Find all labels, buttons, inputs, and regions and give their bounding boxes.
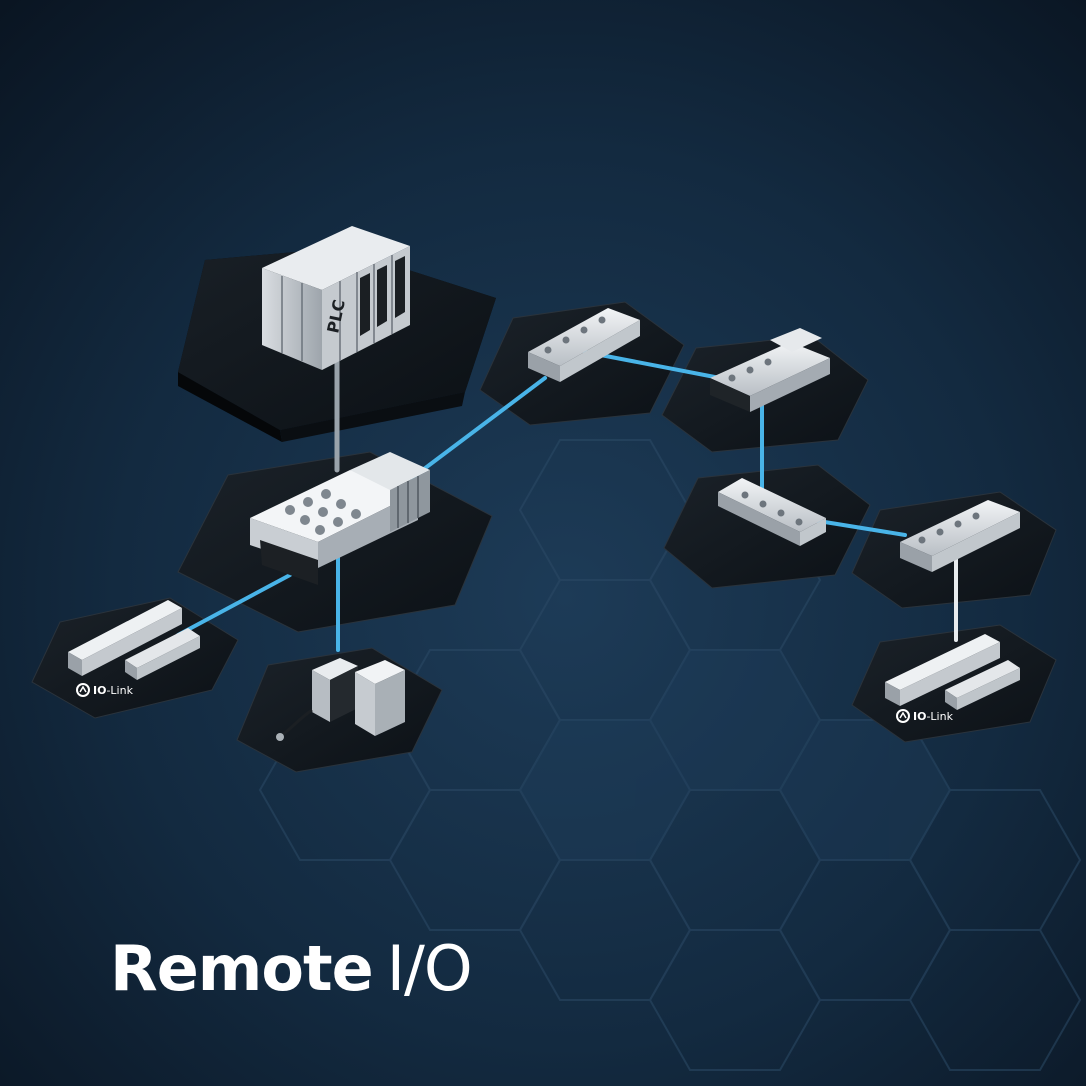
electric-actuator-left xyxy=(68,600,200,680)
link-main-to-remote-1 xyxy=(410,376,547,480)
plc-rack: PLC xyxy=(262,226,410,370)
link-main-to-actuator xyxy=(176,573,292,637)
io-link-logo-icon xyxy=(896,709,910,723)
title-remote: Remote xyxy=(110,932,374,1005)
grippers xyxy=(276,658,405,741)
remote-io-module-4 xyxy=(900,500,1020,572)
electric-actuator-right xyxy=(885,634,1020,710)
link-remote-1-to-remote-2 xyxy=(583,350,722,380)
io-link-text-left: IO-Link xyxy=(93,684,134,697)
io-link-label-right: IO-Link xyxy=(896,709,954,723)
title-io: I/O xyxy=(386,932,473,1005)
background-hex-glow xyxy=(520,650,950,860)
io-link-logo-icon xyxy=(76,683,90,697)
remote-io-module-3 xyxy=(718,478,826,546)
io-link-text-right: IO-Link xyxy=(913,710,954,723)
io-link-label-left: IO-Link xyxy=(76,683,134,697)
remote-io-module-2 xyxy=(710,328,830,412)
background-hex-grid xyxy=(258,439,1082,1071)
remote-io-module-1 xyxy=(528,308,640,382)
main-io-module xyxy=(250,452,430,585)
